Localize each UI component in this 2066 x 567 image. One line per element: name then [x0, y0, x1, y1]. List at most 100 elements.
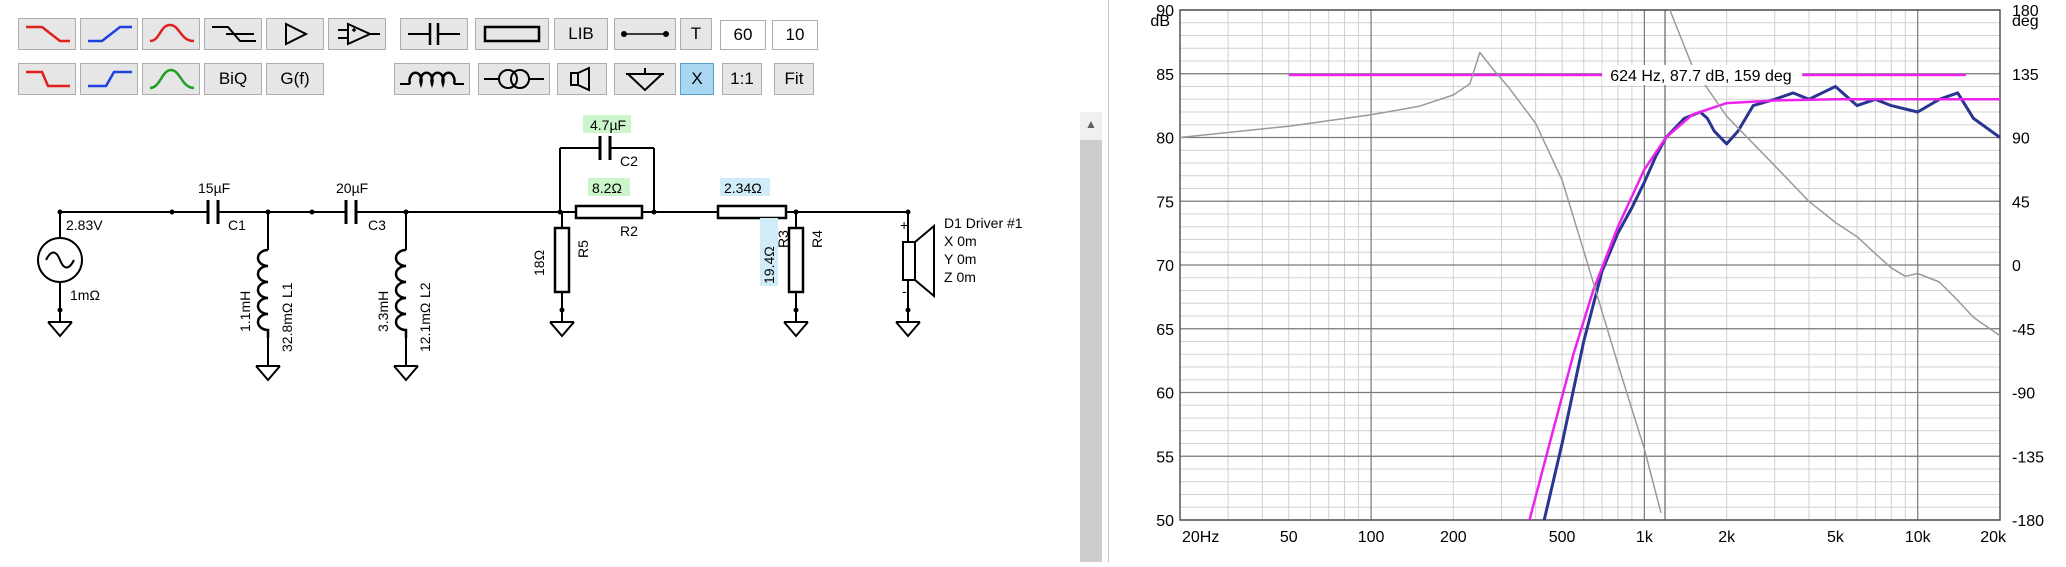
series-line-1 — [1528, 98, 2000, 521]
driver-x-label: X 0m — [944, 233, 977, 249]
r4-name-label: R4 — [809, 230, 825, 248]
value-field-a[interactable]: 60 — [720, 20, 766, 50]
y-right-tick-label: -90 — [2012, 386, 2035, 403]
driver-d1-symbol[interactable] — [902, 223, 935, 299]
highpass-2nd-tool[interactable] — [80, 63, 138, 95]
voltage-source[interactable] — [37, 237, 83, 283]
resistor-r2[interactable] — [574, 204, 644, 220]
left-axis-unit: dB — [1150, 13, 1170, 30]
zoom-1to1-button[interactable]: 1:1 — [722, 63, 762, 95]
cursor-readout: 624 Hz, 87.7 dB, 159 deg — [1610, 68, 1791, 85]
x-tick-label: 1k — [1636, 529, 1654, 546]
lowpass-1st-tool[interactable] — [18, 18, 76, 50]
text-tool-button[interactable]: T — [680, 18, 712, 50]
ground-symbol — [393, 365, 419, 382]
r2-value-label: 8.2Ω — [592, 180, 622, 196]
wire-icon — [621, 31, 669, 37]
highpass-1st-tool[interactable] — [80, 18, 138, 50]
highpass-blue-icon — [88, 25, 132, 43]
lowpass-2nd-tool[interactable] — [18, 63, 76, 95]
biquad-button[interactable]: BiQ — [204, 63, 262, 95]
series-line-0 — [1542, 85, 2001, 521]
driver-y-label: Y 0m — [944, 251, 976, 267]
scroll-up-arrow-icon[interactable]: ▲ — [1085, 117, 1097, 131]
y-left-tick-label: 85 — [1156, 67, 1174, 84]
r4-value-label: 19.4Ω — [761, 246, 777, 284]
y-right-tick-label: 135 — [2012, 67, 2039, 84]
zoom-fit-button[interactable]: Fit — [774, 63, 814, 95]
r3-value-label: 2.34Ω — [724, 180, 762, 196]
x-tick-label: 500 — [1549, 529, 1576, 546]
capacitor-tool[interactable] — [400, 18, 468, 50]
scrollbar-thumb[interactable] — [1080, 140, 1102, 562]
r5-value-label: 18Ω — [531, 250, 547, 276]
r3-value-highlight — [720, 178, 770, 196]
value-field-b[interactable]: 10 — [772, 20, 818, 50]
frequency-response-panel: 624 Hz, 87.7 dB, 159 deg 90 85 80 75 70 65 60 55… — [1110, 0, 2066, 562]
wire-tool[interactable] — [614, 18, 676, 50]
bandpass-green-icon — [149, 68, 195, 90]
shelf-tool[interactable] — [204, 18, 262, 50]
speaker-icon — [570, 66, 590, 92]
y-right-tick-label: -135 — [2012, 449, 2044, 466]
buffer-amplifier-tool[interactable] — [328, 18, 386, 50]
x-tick-label: 200 — [1440, 529, 1467, 546]
ground-tool[interactable] — [614, 63, 676, 95]
y-left-tick-label: 50 — [1156, 513, 1174, 530]
vertical-scrollbar[interactable]: ▲ — [1080, 112, 1102, 562]
y-left-tick-label: 55 — [1156, 449, 1174, 466]
schematic-canvas[interactable]: 2.83V 1mΩ 15µF C1 20µF C3 4.7µF C2 8.2Ω … — [0, 108, 1078, 562]
frequency-response-chart[interactable]: 624 Hz, 87.7 dB, 159 deg 90 85 80 75 70 65 60 55… — [1110, 0, 2066, 562]
bandpass-red-icon — [149, 23, 195, 43]
source-resistance-label: 1mΩ — [70, 287, 100, 303]
y-right-tick-label: 90 — [2012, 131, 2030, 148]
resistor-r5[interactable] — [553, 226, 571, 294]
r2-name-label: R2 — [620, 223, 638, 239]
x-tick-label: 5k — [1827, 529, 1845, 546]
l2-dcr-label: 12.1mΩ — [417, 303, 433, 352]
inductor-l1[interactable] — [256, 248, 270, 338]
r3-name-label: R3 — [775, 230, 791, 248]
driver-name-label: D1 Driver #1 — [944, 215, 1023, 231]
source-voltage-label: 2.83V — [66, 217, 103, 233]
y-left-tick-label: 65 — [1156, 322, 1174, 339]
c1-value-label: 15µF — [198, 180, 230, 196]
resistor-r4[interactable] — [787, 226, 805, 294]
y-left-tick-label: 75 — [1156, 194, 1174, 211]
c1-name-label: C1 — [228, 217, 246, 233]
allpass-tool[interactable] — [142, 18, 200, 50]
resistor-r3[interactable] — [716, 204, 788, 220]
transfer-function-button[interactable]: G(f) — [266, 63, 324, 95]
y-left-tick-label: 60 — [1156, 386, 1174, 403]
library-button[interactable]: LIB — [554, 18, 608, 50]
x-tick-label: 50 — [1280, 529, 1298, 546]
r2-value-highlight — [588, 178, 630, 196]
l2-name-label: L2 — [417, 282, 433, 298]
capacitor-c3[interactable] — [344, 200, 366, 224]
ground-symbol — [255, 365, 281, 382]
y-right-tick-label: 45 — [2012, 194, 2030, 211]
ground-symbol — [549, 321, 575, 338]
capacitor-c1[interactable] — [206, 200, 228, 224]
amplifier-tool[interactable] — [266, 18, 324, 50]
x-toggle-button[interactable]: X — [680, 63, 714, 95]
x-tick-label: 20Hz — [1182, 529, 1219, 546]
c2-name-label: C2 — [620, 153, 638, 169]
ground-symbol — [895, 321, 921, 338]
x-tick-label: 2k — [1718, 529, 1736, 546]
series-line-3 — [1179, 51, 1662, 514]
capacitor-c2[interactable] — [598, 136, 612, 160]
highpass-steep-blue-icon — [88, 70, 132, 88]
bandpass-tool[interactable] — [142, 63, 200, 95]
y-left-tick-label: 70 — [1156, 258, 1174, 275]
y-left-tick-label: 90 — [1156, 3, 1174, 20]
inductor-tool[interactable] — [394, 63, 470, 95]
inductor-l2[interactable] — [394, 248, 408, 338]
driver-tool[interactable] — [557, 63, 607, 95]
lowpass-steep-red-icon — [26, 70, 70, 88]
transformer-tool[interactable] — [478, 63, 550, 95]
inductor-icon — [400, 71, 464, 89]
y-left-tick-label: 80 — [1156, 131, 1174, 148]
y-right-tick-label: -180 — [2012, 513, 2044, 530]
resistor-tool[interactable] — [475, 18, 549, 50]
